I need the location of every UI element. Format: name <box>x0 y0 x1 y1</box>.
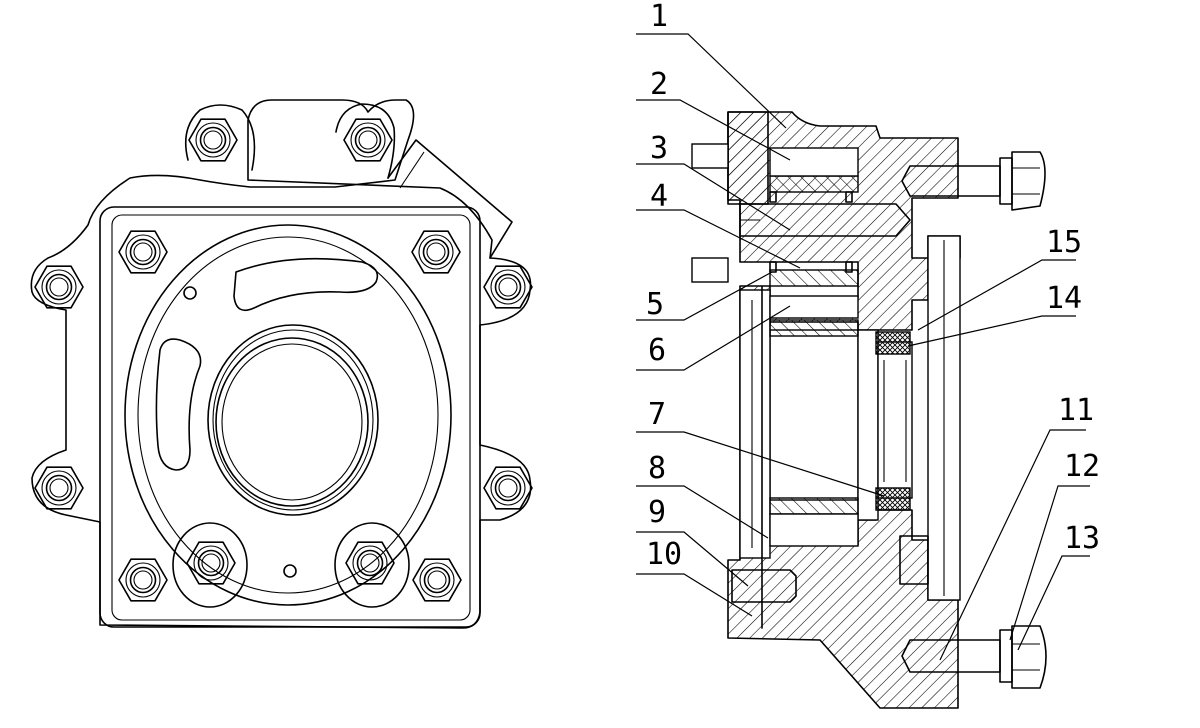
hex-nut-icon <box>483 265 533 309</box>
callout-1: 1 <box>636 0 787 129</box>
hex-nut-icon <box>34 466 84 510</box>
bore-step <box>212 329 374 511</box>
callout-4: 4 <box>636 179 801 269</box>
hex-nut-icon <box>483 466 533 510</box>
svg-text:8: 8 <box>648 451 666 486</box>
dowel-pin <box>731 569 797 603</box>
callouts: 1 2 3 4 5 6 7 8 <box>636 0 1100 661</box>
svg-text:2: 2 <box>650 67 668 102</box>
lower-boss <box>172 522 248 608</box>
bore-outer <box>207 324 379 516</box>
locating-hole <box>283 564 297 578</box>
bushing-mid <box>769 269 859 287</box>
needle-rollers <box>769 191 853 273</box>
upper-ear <box>335 103 396 179</box>
bearing-gap <box>769 295 859 319</box>
callout-15: 15 <box>917 225 1082 331</box>
callout-2: 2 <box>636 67 791 161</box>
hex-nut-icon <box>412 558 462 602</box>
locating-hole <box>183 286 197 300</box>
svg-text:5: 5 <box>646 287 664 322</box>
callout-8: 8 <box>636 451 769 539</box>
stud-assembly-lower <box>901 625 1047 689</box>
svg-text:4: 4 <box>650 179 668 214</box>
bore-clear <box>769 329 859 501</box>
dowel-pin <box>691 257 729 283</box>
lower-pocket <box>899 535 929 585</box>
main-pin <box>739 203 911 237</box>
seal-groove <box>877 341 913 499</box>
hex-nut-icon <box>118 230 168 274</box>
svg-text:11: 11 <box>1058 393 1094 428</box>
svg-text:13: 13 <box>1064 521 1100 556</box>
callout-3: 3 <box>636 131 791 231</box>
angled-boss <box>387 139 513 259</box>
front-view <box>30 99 533 629</box>
svg-text:6: 6 <box>648 333 666 368</box>
flange-ring-outer <box>124 224 452 606</box>
svg-text:12: 12 <box>1064 449 1100 484</box>
callout-6: 6 <box>636 305 791 371</box>
svg-text:9: 9 <box>648 495 666 530</box>
front-cover <box>739 289 771 559</box>
bearing-gap <box>769 147 859 177</box>
callout-12: 12 <box>1009 449 1100 641</box>
callout-9: 9 <box>636 495 749 587</box>
bearing-gap <box>769 513 859 547</box>
lower-boss <box>334 522 410 608</box>
mounting-plate-inner <box>111 214 471 621</box>
callout-13: 13 <box>1017 521 1100 651</box>
hex-nut-icon <box>411 230 461 274</box>
callout-10: 10 <box>636 537 753 617</box>
flange-ring-mid <box>137 236 439 594</box>
svg-text:14: 14 <box>1046 281 1082 316</box>
housing-outline <box>30 99 532 629</box>
section-view <box>691 111 1047 709</box>
bushing-upper <box>769 175 859 193</box>
kidney-slot <box>155 338 202 471</box>
housing-section-left <box>727 111 769 205</box>
callout-11: 11 <box>939 393 1094 661</box>
svg-text:10: 10 <box>646 537 682 572</box>
kidney-slot <box>233 257 379 312</box>
svg-text:1: 1 <box>650 0 668 34</box>
upper-ear <box>184 104 256 171</box>
callout-14: 14 <box>907 281 1082 347</box>
hex-nut-icon <box>34 265 84 309</box>
bushing-lower-upper <box>769 319 859 337</box>
callout-5: 5 <box>636 271 773 322</box>
seal-ring-lower <box>875 487 911 511</box>
hex-nut-icon <box>188 118 238 162</box>
svg-text:15: 15 <box>1046 225 1082 260</box>
bore-inner <box>215 337 369 507</box>
svg-text:3: 3 <box>650 131 668 166</box>
bore-core <box>221 343 363 501</box>
seal-ring-upper <box>875 331 911 355</box>
dowel-pin <box>691 143 729 169</box>
svg-text:7: 7 <box>648 397 666 432</box>
hex-nut-icon <box>118 558 168 602</box>
hex-nut-icon <box>343 118 393 162</box>
mounting-plate <box>99 206 481 628</box>
angled-boss-edge <box>399 151 425 189</box>
stud-assembly-upper <box>901 151 1046 211</box>
bushing-lower <box>769 497 859 515</box>
callout-7: 7 <box>636 397 885 497</box>
